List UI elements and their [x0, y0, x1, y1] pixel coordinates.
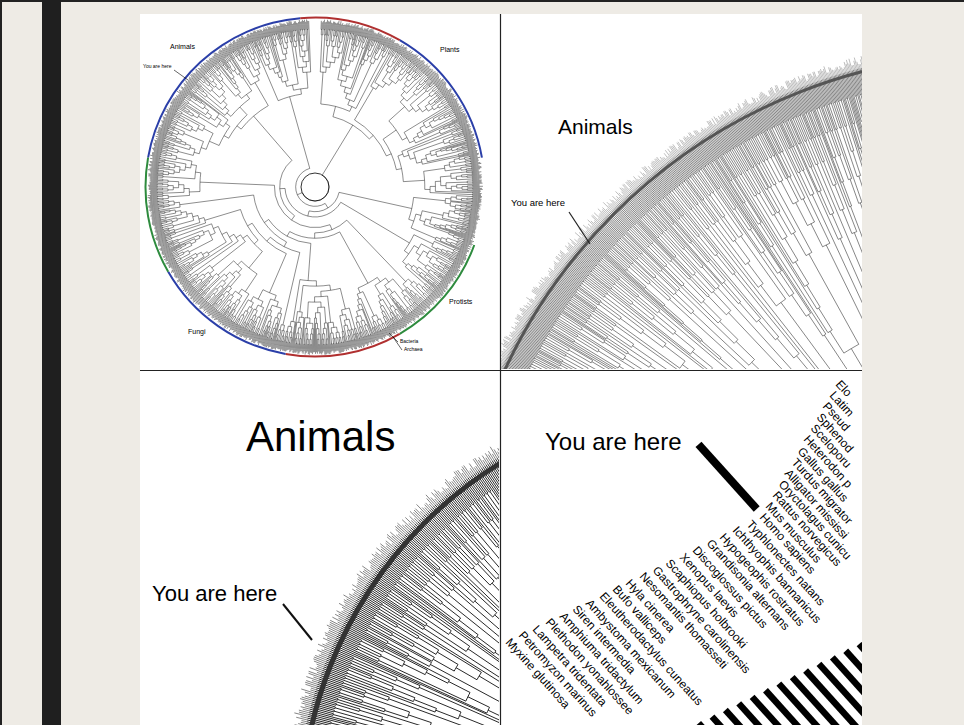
slide: AnimalsYou are herePlantsProtistsFungiBa…: [0, 0, 964, 725]
